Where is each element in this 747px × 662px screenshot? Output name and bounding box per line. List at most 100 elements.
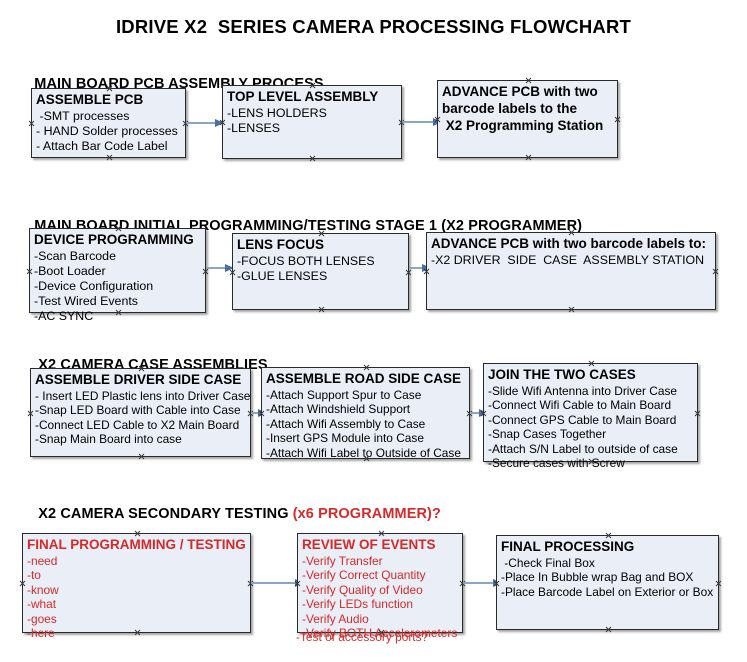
box-final-processing-line-2: -Place In Bubble wrap Bag and BOX xyxy=(501,570,694,585)
connector-handle-bottom[interactable] xyxy=(318,306,325,313)
box-device-programming-line-3: -Device Configuration xyxy=(34,279,154,294)
box-join-the-two-cases[interactable]: JOIN THE TWO CASES -Slide Wifi Antenna i… xyxy=(483,363,698,470)
box-final-processing-title: FINAL PROCESSING xyxy=(501,539,635,554)
box-lens-focus-line-2: -GLUE LENSES xyxy=(237,269,328,284)
box-assemble-driver-side-case-line-3: -Connect LED Cable to X2 Main Board xyxy=(35,417,240,432)
box-assemble-pcb[interactable]: ASSEMBLE PCB -SMT processes - HAND Solde… xyxy=(31,88,186,158)
box-advance-pcb-programming-station-title: ADVANCE PCB with two xyxy=(442,84,598,99)
box-assemble-driver-side-case-title: ASSEMBLE DRIVER SIDE CASE xyxy=(35,372,242,387)
box-join-the-two-cases-line-6: -Secure cases with Screw xyxy=(488,455,625,470)
box-lens-focus-title: LENS FOCUS xyxy=(237,237,325,252)
box-assemble-pcb-content: ASSEMBLE PCB -SMT processes - HAND Solde… xyxy=(32,89,185,154)
box-assemble-road-side-case[interactable]: ASSEMBLE ROAD SIDE CASE -Attach Support … xyxy=(261,367,470,460)
arrow-review-of-events-to-final-processing xyxy=(463,578,502,587)
box-assemble-road-side-case-title: ASSEMBLE ROAD SIDE CASE xyxy=(266,371,462,386)
connector-handle-bottom[interactable] xyxy=(106,154,113,161)
box-top-level-assembly-line-1: -LENS HOLDERS xyxy=(227,105,327,120)
box-lens-focus[interactable]: LENS FOCUS -FOCUS BOTH LENSES -GLUE LENS… xyxy=(232,233,409,310)
box-final-programming-testing-line-3: -know xyxy=(27,582,59,597)
box-review-of-events-line-6: -Verify BOTH Accelerometers xyxy=(302,625,458,640)
box-advance-pcb-driver-side-line-1: -X2 DRIVER SIDE CASE ASSEMBLY STATION xyxy=(431,252,705,267)
connector-handle-bottom[interactable] xyxy=(309,155,316,162)
box-assemble-pcb-line-3: - Attach Bar Code Label xyxy=(36,139,168,154)
arrow-road-side-to-join-cases xyxy=(470,408,488,417)
section-heading-secondary-testing-accent: (x6 PROGRAMMER)? xyxy=(292,506,441,522)
box-device-programming[interactable]: DEVICE PROGRAMMING -Scan Barcode -Boot L… xyxy=(29,228,206,323)
box-lens-focus-content: LENS FOCUS -FOCUS BOTH LENSES -GLUE LENS… xyxy=(233,234,408,284)
box-review-of-events-line-5: -Verify Audio xyxy=(302,611,369,626)
box-advance-pcb-programming-station[interactable]: ADVANCE PCB with two barcode labels to t… xyxy=(437,80,618,158)
box-join-the-two-cases-line-5: -Attach S/N Label to outside of case xyxy=(488,441,678,456)
box-review-of-events-overflow-line: -Test of accessory ports? xyxy=(296,630,429,644)
box-final-programming-testing-line-1: -need xyxy=(27,553,58,568)
arrow-final-programming-to-review-of-events xyxy=(251,578,304,587)
box-assemble-road-side-case-line-3: -Attach Wifi Assembly to Case xyxy=(266,416,426,431)
box-top-level-assembly[interactable]: TOP LEVEL ASSEMBLY -LENS HOLDERS -LENSES xyxy=(222,85,402,159)
connector-handle-bottom[interactable] xyxy=(138,453,145,460)
box-assemble-driver-side-case-line-1: - Insert LED Plastic lens into Driver Ca… xyxy=(35,388,251,403)
box-review-of-events-line-2: -Verify Correct Quantity xyxy=(302,568,426,583)
box-top-level-assembly-content: TOP LEVEL ASSEMBLY -LENS HOLDERS -LENSES xyxy=(223,86,401,136)
box-assemble-pcb-line-1: -SMT processes xyxy=(36,108,130,123)
box-join-the-two-cases-line-1: -Slide Wifi Antenna into Driver Case xyxy=(488,383,678,398)
box-review-of-events-line-3: -Verify Quality of Video xyxy=(302,582,423,597)
box-device-programming-line-4: -Test Wired Events xyxy=(34,294,138,309)
section-heading-secondary-testing-label: X2 CAMERA SECONDARY TESTING xyxy=(38,506,293,522)
box-review-of-events[interactable]: REVIEW OF EVENTS -Verify Transfer -Verif… xyxy=(297,533,463,640)
box-final-programming-testing-line-4: -what xyxy=(27,597,57,612)
connector-handle-bottom[interactable] xyxy=(568,306,575,313)
box-top-level-assembly-line-2: -LENSES xyxy=(227,121,281,136)
box-advance-pcb-programming-station-line-2: X2 Programming Station xyxy=(442,117,604,133)
connector-handle-bottom[interactable] xyxy=(525,154,532,161)
box-final-programming-testing-line-2: -to xyxy=(27,568,41,583)
page-title: IDRIVE X2 SERIES CAMERA PROCESSING FLOWC… xyxy=(115,16,632,37)
box-device-programming-content: DEVICE PROGRAMMING -Scan Barcode -Boot L… xyxy=(30,229,205,325)
box-advance-pcb-driver-side[interactable]: ADVANCE PCB with two barcode labels to: … xyxy=(426,232,716,310)
box-join-the-two-cases-line-4: -Snap Cases Together xyxy=(488,427,607,442)
connector-handle-bottom[interactable] xyxy=(605,626,612,633)
box-final-programming-testing-line-5: -goes xyxy=(27,611,57,626)
box-review-of-events-line-4: -Verify LEDs function xyxy=(302,597,414,612)
arrow-lens-focus-to-advance-driver-side xyxy=(409,263,431,272)
section-heading-secondary-testing: X2 CAMERA SECONDARY TESTING (x6 PROGRAMM… xyxy=(30,490,441,522)
box-assemble-road-side-case-line-1: -Attach Support Spur to Case xyxy=(266,387,422,402)
box-final-programming-testing-title: FINAL PROGRAMMING / TESTING xyxy=(27,537,246,552)
box-assemble-pcb-title: ASSEMBLE PCB xyxy=(36,92,144,107)
box-advance-pcb-programming-station-content: ADVANCE PCB with two barcode labels to t… xyxy=(438,81,617,134)
arrow-assemble-pcb-to-top-level xyxy=(186,118,224,127)
box-final-processing-content: FINAL PROCESSING -Check Final Box -Place… xyxy=(497,536,718,599)
box-device-programming-title: DEVICE PROGRAMMING xyxy=(34,232,194,247)
box-assemble-road-side-case-line-2: -Attach Windshield Support xyxy=(266,402,411,417)
box-join-the-two-cases-line-2: -Connect Wifi Cable to Main Board xyxy=(488,398,672,413)
arrow-device-programming-to-lens-focus xyxy=(206,263,234,272)
box-advance-pcb-driver-side-content: ADVANCE PCB with two barcode labels to: … xyxy=(427,233,715,268)
box-assemble-driver-side-case-line-4: -Snap Main Board into case xyxy=(35,432,182,447)
box-final-processing[interactable]: FINAL PROCESSING -Check Final Box -Place… xyxy=(496,535,719,630)
box-review-of-events-title: REVIEW OF EVENTS xyxy=(302,537,436,552)
box-assemble-road-side-case-line-5: -Attach Wifi Label to Outside of Case xyxy=(266,445,461,460)
box-device-programming-line-1: -Scan Barcode xyxy=(34,248,116,263)
arrow-top-level-to-advance-pcb xyxy=(402,117,442,126)
box-assemble-road-side-case-line-4: -Insert GPS Module into Case xyxy=(266,431,424,446)
box-assemble-driver-side-case-line-2: -Snap LED Board with Cable into Case xyxy=(35,403,241,418)
box-join-the-two-cases-title: JOIN THE TWO CASES xyxy=(488,367,636,382)
box-final-programming-testing-line-6: -here xyxy=(27,625,55,640)
box-top-level-assembly-title: TOP LEVEL ASSEMBLY xyxy=(227,89,379,104)
box-lens-focus-line-1: -FOCUS BOTH LENSES xyxy=(237,253,375,268)
box-advance-pcb-programming-station-line-1: barcode labels to the xyxy=(442,100,578,116)
box-final-programming-testing[interactable]: FINAL PROGRAMMING / TESTING -need -to -k… xyxy=(22,533,251,640)
box-final-processing-line-3: -Place Barcode Label on Exterior or Box xyxy=(501,584,714,599)
box-assemble-driver-side-case-content: ASSEMBLE DRIVER SIDE CASE - Insert LED P… xyxy=(31,369,250,447)
arrow-driver-side-to-road-side xyxy=(251,408,267,417)
box-advance-pcb-driver-side-title: ADVANCE PCB with two barcode labels to: xyxy=(431,236,707,251)
box-final-programming-testing-content: FINAL PROGRAMMING / TESTING -need -to -k… xyxy=(23,534,250,640)
box-join-the-two-cases-content: JOIN THE TWO CASES -Slide Wifi Antenna i… xyxy=(484,364,697,470)
box-assemble-driver-side-case[interactable]: ASSEMBLE DRIVER SIDE CASE - Insert LED P… xyxy=(30,368,251,457)
box-join-the-two-cases-line-3: -Connect GPS Cable to Main Board xyxy=(488,412,677,427)
connector-handle-right[interactable] xyxy=(712,268,719,275)
box-device-programming-line-5: -AC SYNC xyxy=(34,309,94,324)
box-review-of-events-line-1: -Verify Transfer xyxy=(302,553,383,568)
box-assemble-road-side-case-content: ASSEMBLE ROAD SIDE CASE -Attach Support … xyxy=(262,368,469,460)
box-device-programming-line-2: -Boot Loader xyxy=(34,264,106,279)
box-review-of-events-content: REVIEW OF EVENTS -Verify Transfer -Verif… xyxy=(298,534,462,640)
